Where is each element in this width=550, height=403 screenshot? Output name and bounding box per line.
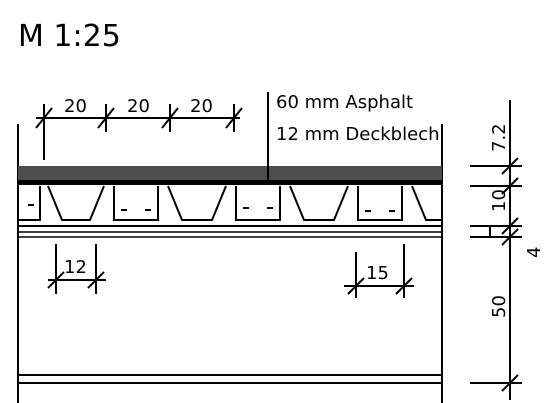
trapezoid-stiffeners — [17, 185, 442, 221]
scale-label: M 1:25 — [18, 19, 121, 54]
dimension-bottom-right-lines — [344, 244, 414, 298]
right-dimension-chain — [470, 100, 522, 400]
asphalt-label: 60 mm Asphalt — [276, 92, 413, 113]
dimension-top-2: 20 — [127, 96, 150, 117]
dimension-right-top: 7.2 — [489, 123, 510, 152]
dimension-right-bottom: 50 — [489, 295, 510, 318]
bolt-marks — [28, 204, 395, 212]
deck-plate-label: 12 mm Deckblech — [276, 124, 439, 145]
deck-plate — [18, 180, 442, 185]
dimension-top-3: 20 — [190, 96, 213, 117]
dimension-right-small: 4 — [524, 247, 545, 258]
asphalt-layer — [18, 166, 442, 180]
dimension-bottom-right: 15 — [366, 263, 389, 284]
dimension-right-mid: 10 — [489, 189, 510, 212]
dimension-bottom-left-lines — [47, 244, 106, 294]
dimension-top-1: 20 — [64, 96, 87, 117]
top-dimension-chain — [35, 104, 243, 160]
dimension-bottom-left: 12 — [64, 257, 87, 278]
